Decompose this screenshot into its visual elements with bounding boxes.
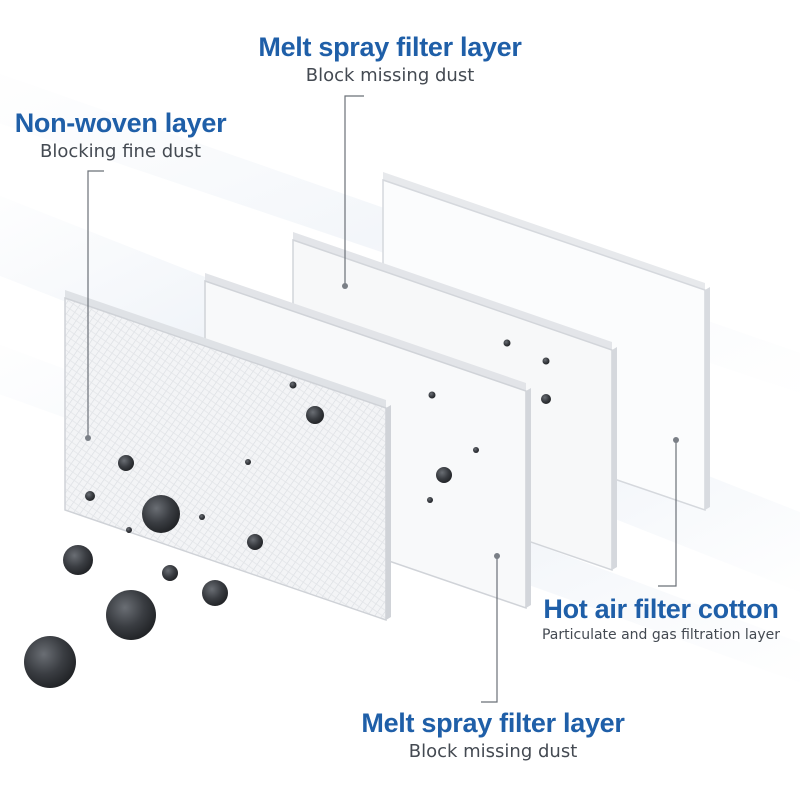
hot-air-subtitle: Particulate and gas filtration layer	[541, 627, 781, 643]
hot-air-title: Hot air filter cotton	[543, 594, 779, 624]
non-woven-subtitle: Blocking fine dust	[39, 141, 202, 162]
label-non-woven: Non-woven layer Blocking fine dust	[8, 108, 233, 162]
melt-spray-bottom-title: Melt spray filter layer	[361, 708, 625, 738]
melt-spray-bottom-subtitle: Block missing dust	[408, 741, 578, 762]
layer-non-woven	[64, 290, 391, 622]
leader-dots	[85, 283, 679, 559]
melt-spray-top-subtitle: Block missing dust	[305, 65, 475, 86]
label-hot-air-cotton: Hot air filter cotton Particulate and ga…	[524, 594, 798, 643]
leader-lines	[87, 95, 677, 703]
label-melt-spray-bottom: Melt spray filter layer Block missing du…	[343, 708, 643, 762]
dust-particles	[24, 339, 551, 688]
label-melt-spray-top: Melt spray filter layer Block missing du…	[240, 32, 540, 86]
non-woven-title: Non-woven layer	[14, 108, 227, 138]
melt-spray-top-title: Melt spray filter layer	[258, 32, 522, 62]
